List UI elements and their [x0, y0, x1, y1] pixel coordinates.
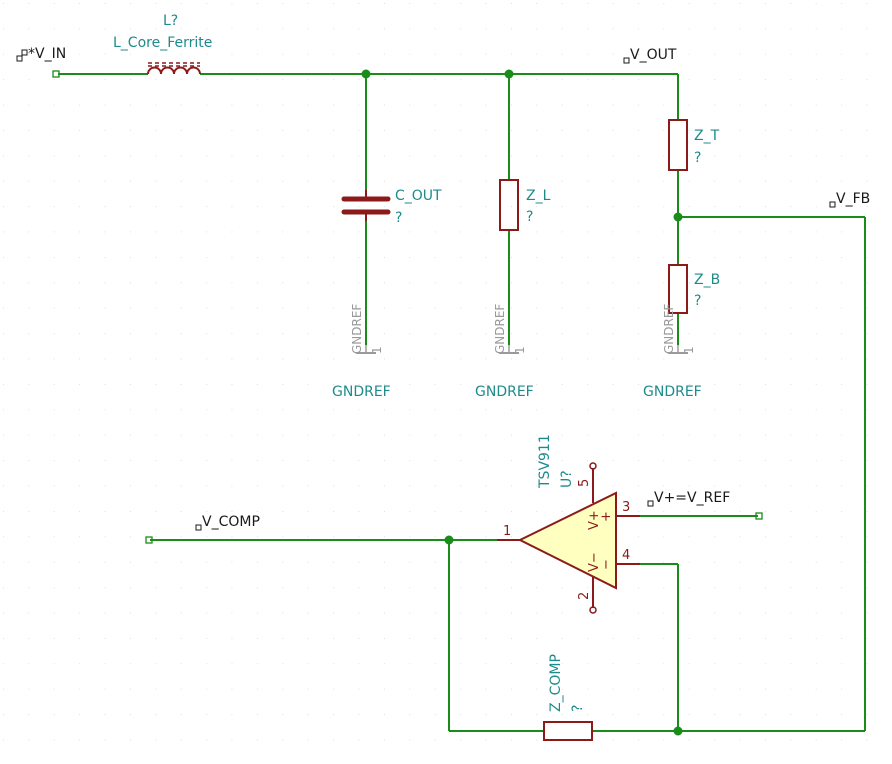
- opamp-pin-1-number: 1: [503, 524, 511, 539]
- ground-label: GNDREF: [643, 384, 702, 400]
- net-label-anchor: [623, 57, 630, 64]
- ground-label: GNDREF: [475, 384, 534, 400]
- ground-pin-number: 1: [370, 346, 384, 354]
- capacitor-value: ?: [395, 210, 402, 226]
- net-label-anchor: [16, 55, 23, 62]
- net-label-v-comp[interactable]: V_COMP: [195, 514, 260, 531]
- net-label-text: *V_IN: [28, 46, 66, 62]
- capacitor-c-out[interactable]: C_OUT ?: [341, 188, 442, 226]
- z-l-ref: Z_L: [526, 188, 551, 204]
- z-b-body: [668, 264, 688, 314]
- z-l-value: ?: [526, 209, 533, 225]
- z-b-ref: Z_B: [694, 272, 720, 288]
- net-label-anchor: [21, 49, 28, 56]
- impedance-z-comp[interactable]: Z_COMP ?: [543, 654, 593, 741]
- ground-symbol-text: GNDREF: [662, 304, 676, 354]
- net-label-v-out[interactable]: V_OUT: [623, 47, 677, 64]
- inductor-ref: L?: [163, 13, 178, 29]
- opamp-vplus-label: V+: [587, 510, 602, 530]
- opamp-plus-label: +: [599, 511, 614, 522]
- opamp-pin-2-end: [589, 606, 597, 614]
- opamp-ref: U?: [559, 470, 575, 488]
- opamp-pin-5-end: [589, 462, 597, 470]
- opamp-u[interactable]: 1 3 4 5 2 V+ + V− − TSV911 U?: [497, 434, 640, 614]
- z-comp-value: ?: [570, 705, 586, 712]
- ground-label: GNDREF: [332, 384, 391, 400]
- capacitor-ref: C_OUT: [395, 188, 442, 204]
- z-t-value: ?: [694, 150, 701, 166]
- ground-symbol-cout[interactable]: GNDREF 1 GNDREF: [332, 304, 391, 400]
- z-t-body: [668, 119, 688, 171]
- z-comp-body: [543, 721, 593, 741]
- z-l-body: [499, 179, 519, 231]
- net-label-anchor: [829, 201, 836, 208]
- net-label-v-fb[interactable]: V_FB: [829, 191, 870, 208]
- net-label-anchor: [647, 500, 654, 507]
- ground-pin-number: 1: [682, 346, 696, 354]
- impedance-z-t[interactable]: Z_T ?: [668, 119, 720, 171]
- opamp-pin-2-number: 2: [577, 592, 592, 600]
- junctions: [361, 69, 683, 736]
- inductor-value: L_Core_Ferrite: [113, 35, 212, 51]
- opamp-minus-label: −: [599, 559, 614, 570]
- opamp-body: [517, 491, 617, 590]
- ground-symbol-zl[interactable]: GNDREF 1 GNDREF: [475, 304, 534, 400]
- net-label-anchor: [195, 524, 202, 531]
- wire-end-vref: [755, 512, 763, 520]
- junction-dot: [673, 726, 683, 736]
- opamp-vminus-label: V−: [587, 552, 602, 572]
- net-label-v-in[interactable]: *V_IN: [16, 46, 66, 62]
- opamp-pin-4-number: 4: [622, 548, 630, 563]
- opamp-pin-5-number: 5: [577, 479, 592, 487]
- net-label-text: V_FB: [836, 191, 870, 207]
- ground-symbol-text: GNDREF: [350, 304, 364, 354]
- inductor-coil: [147, 66, 201, 75]
- junction-dot: [673, 212, 683, 222]
- wires: [58, 73, 866, 732]
- ground-symbol-zb[interactable]: GNDREF 1 GNDREF: [643, 304, 702, 400]
- impedance-z-l[interactable]: Z_L ?: [499, 179, 551, 231]
- inductor-l[interactable]: L? L_Core_Ferrite: [113, 13, 212, 75]
- z-b-value: ?: [694, 293, 701, 309]
- junction-dot: [361, 69, 371, 79]
- z-t-ref: Z_T: [694, 128, 720, 144]
- wire-end-vin: [52, 70, 60, 78]
- opamp-pin-3-number: 3: [622, 500, 630, 515]
- net-label-text: V_OUT: [630, 47, 677, 63]
- ground-pin-number: 1: [513, 346, 527, 354]
- z-comp-ref: Z_COMP: [548, 654, 564, 712]
- net-label-text: V+=V_REF: [654, 490, 730, 506]
- junction-dot: [504, 69, 514, 79]
- net-label-text: V_COMP: [202, 514, 260, 530]
- wire-end-vcomp: [145, 536, 153, 544]
- net-label-v-ref[interactable]: V+=V_REF: [647, 490, 730, 507]
- junction-dot: [444, 535, 454, 545]
- ground-symbol-text: GNDREF: [493, 304, 507, 354]
- impedance-z-b[interactable]: Z_B ?: [668, 264, 720, 314]
- opamp-value: TSV911: [537, 434, 553, 489]
